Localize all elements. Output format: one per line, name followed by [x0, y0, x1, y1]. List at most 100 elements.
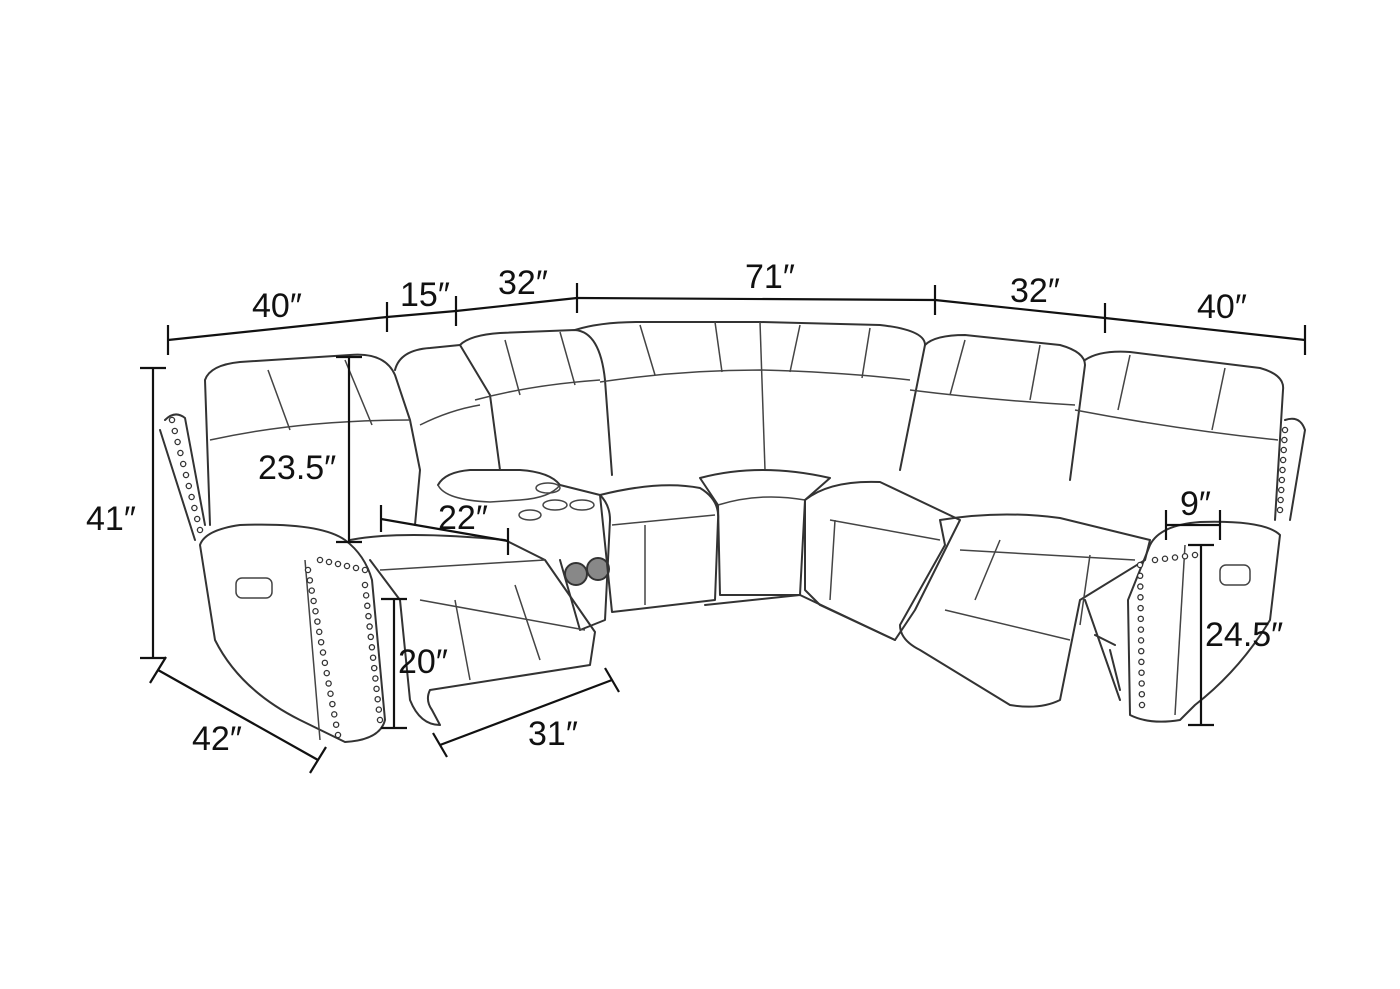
nailhead-stud	[1281, 436, 1288, 444]
left-armless-seat	[599, 484, 720, 613]
nailhead-stud	[325, 558, 333, 566]
nailhead-stud	[314, 618, 321, 625]
nailhead-stud	[352, 564, 360, 572]
nailhead-stud	[182, 471, 190, 479]
corner-back	[574, 321, 926, 471]
nailhead-trim	[168, 416, 1289, 739]
power-button-right-icon	[1219, 564, 1251, 586]
power-button-left-icon	[235, 577, 273, 599]
nailhead-stud	[370, 664, 378, 672]
nailhead-stud	[369, 654, 377, 661]
nailhead-stud	[188, 493, 195, 501]
nailhead-stud	[191, 504, 198, 512]
nailhead-stud	[367, 633, 375, 641]
nailhead-stud	[362, 592, 370, 599]
nailhead-stud	[372, 675, 379, 682]
nailhead-stud	[1278, 476, 1286, 484]
nailhead-stud	[1137, 583, 1144, 590]
nailhead-stud	[1276, 506, 1284, 514]
console-back	[394, 344, 501, 471]
nailhead-stud	[1136, 572, 1144, 580]
nailhead-stud	[1137, 604, 1144, 612]
nailhead-stud	[171, 427, 179, 435]
nailhead-stud	[1137, 637, 1145, 644]
nailhead-stud	[1137, 647, 1145, 655]
nailhead-stud	[330, 711, 338, 718]
sofa-drawing	[159, 321, 1306, 743]
nailhead-stud	[316, 556, 324, 564]
nailhead-stud	[177, 449, 184, 457]
nailhead-stud	[1151, 556, 1159, 564]
label-top-corner-width: 71″	[745, 258, 795, 296]
right-recliner-back	[1084, 350, 1285, 521]
right-armless-seat	[804, 480, 961, 641]
nailhead-stud	[179, 460, 187, 468]
nailhead-stud	[1161, 555, 1169, 563]
left-armless-back	[459, 329, 613, 476]
corner-seat	[699, 469, 831, 596]
nailhead-stud	[1191, 551, 1199, 559]
nailhead-stud	[1280, 446, 1288, 454]
label-top-right-width: 40″	[1197, 288, 1247, 326]
dimension-lines	[140, 283, 1307, 774]
nailhead-stud	[1277, 496, 1284, 504]
label-back-height: 23.5″	[258, 449, 336, 487]
label-top-console-width: 15″	[400, 276, 450, 314]
nailhead-stud	[174, 438, 181, 446]
nailhead-stud	[329, 700, 336, 708]
nailhead-stud	[1181, 553, 1189, 560]
nailhead-stud	[364, 602, 371, 610]
nailhead-stud	[185, 482, 193, 490]
nailhead-stud	[327, 690, 334, 698]
nailhead-stud	[304, 566, 312, 574]
nailhead-stud	[1138, 690, 1146, 698]
nailhead-stud	[373, 685, 380, 693]
nailhead-stud	[1278, 486, 1285, 494]
nailhead-stud	[376, 716, 384, 724]
nailhead-stud	[1137, 594, 1144, 601]
nailhead-stud	[310, 597, 317, 605]
nailhead-stud	[321, 659, 329, 667]
cupholder-speaker-right	[586, 557, 610, 581]
label-top-left-width: 40″	[252, 287, 302, 325]
nailhead-stud	[375, 706, 383, 713]
nailhead-stud	[368, 644, 376, 651]
nailhead-stud	[193, 515, 201, 523]
nailhead-stud	[1137, 615, 1145, 623]
nailhead-stud	[1136, 561, 1144, 569]
nailhead-stud	[319, 649, 327, 656]
nailhead-stud	[196, 526, 204, 534]
console-top	[437, 469, 611, 631]
nailhead-stud	[1138, 701, 1146, 709]
nailhead-stud	[168, 416, 176, 424]
nailhead-stud	[1137, 626, 1145, 633]
nailhead-stud	[1171, 554, 1179, 561]
label-top-armless-left-width: 32″	[498, 264, 548, 302]
nailhead-stud	[361, 566, 369, 574]
nailhead-stud	[374, 695, 381, 703]
nailhead-stud	[306, 577, 314, 584]
label-seat-depth: 22″	[438, 499, 488, 537]
dimension-labels: 40″ 15″ 32″ 71″ 32″ 40″ 41″ 23.5″ 22″ 20…	[86, 258, 1283, 758]
nailhead-stud	[361, 581, 369, 589]
label-arm-depth: 42″	[192, 720, 242, 758]
nailhead-stud	[343, 562, 351, 570]
nailhead-stud	[1138, 669, 1145, 676]
nailhead-stud	[365, 612, 372, 620]
label-arm-height: 24.5″	[1205, 616, 1283, 654]
left-recliner-back	[204, 353, 421, 526]
left-recliner-arm	[199, 523, 386, 743]
nailhead-stud	[1281, 426, 1289, 434]
nailhead-stud	[334, 560, 342, 568]
cupholder-speaker-left	[564, 562, 588, 586]
nailhead-stud	[323, 669, 330, 677]
nailhead-stud	[315, 628, 323, 636]
left-recliner-seat	[349, 534, 596, 726]
label-overall-height: 41″	[86, 500, 136, 538]
label-top-armless-right-width: 32″	[1010, 272, 1060, 310]
label-seat-height: 20″	[398, 643, 448, 681]
nailhead-stud	[325, 680, 332, 687]
right-armless-back	[924, 334, 1086, 481]
nailhead-stud	[332, 721, 340, 728]
